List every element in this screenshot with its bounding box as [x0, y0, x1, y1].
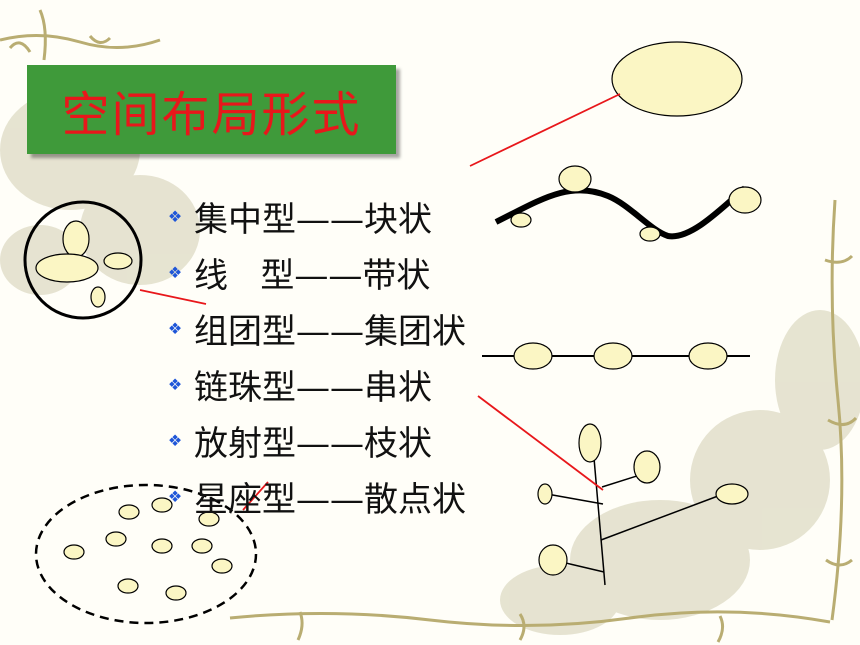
list-item: ❖ 放射型——枝状: [160, 412, 466, 468]
scatter-node: [117, 578, 139, 594]
scatter-node: [211, 558, 233, 574]
branch: [601, 474, 641, 488]
list-item-text: 链珠型——串状: [194, 367, 432, 408]
cluster-circle: [23, 200, 143, 320]
diamond-bullet-icon: ❖: [167, 486, 183, 506]
band-curve: [494, 185, 747, 240]
page-title: 空间布局形式: [61, 86, 362, 143]
diamond-bullet-icon: ❖: [167, 206, 183, 226]
band-node: [728, 186, 762, 214]
branch-node: [578, 423, 602, 463]
band-node: [639, 226, 661, 242]
connector-branch: [477, 395, 604, 491]
list-item: ❖ 星座型——散点状: [160, 468, 466, 524]
cluster-node: [103, 252, 133, 270]
list-item-text: 星座型——散点状: [194, 479, 466, 520]
diamond-bullet-icon: ❖: [167, 430, 183, 450]
scatter-node: [105, 531, 127, 547]
chain-node: [593, 342, 633, 370]
scatter-boundary: [34, 483, 258, 625]
list-item-text: 组团型——集团状: [194, 311, 466, 352]
band-node: [558, 165, 592, 193]
cluster-node: [62, 220, 90, 258]
connector-block: [469, 93, 621, 167]
list-item-text: 线 型——带状: [194, 255, 431, 296]
list-item-text: 放射型——枝状: [194, 423, 432, 464]
scatter-node: [151, 497, 173, 513]
vine-border-right: [824, 199, 858, 621]
scatter-node: [198, 511, 220, 527]
branch: [600, 495, 719, 541]
diamond-bullet-icon: ❖: [167, 318, 183, 338]
diamond-bullet-icon: ❖: [167, 262, 183, 282]
cluster-node: [90, 286, 106, 308]
connector-cluster: [139, 289, 207, 305]
title-banner: 空间布局形式: [27, 65, 396, 154]
connector-scatter: [242, 481, 269, 511]
block-shape: [611, 41, 743, 117]
vine-border-top: [0, 9, 161, 61]
scatter-node: [118, 504, 140, 520]
band-node: [510, 212, 532, 228]
scatter-node: [63, 544, 85, 560]
branch-trunk: [593, 457, 606, 586]
branch-node: [537, 483, 553, 505]
diamond-bullet-icon: ❖: [167, 374, 183, 394]
list-item: ❖ 集中型——块状: [160, 188, 466, 244]
list-item: ❖ 组团型——集团状: [160, 300, 466, 356]
branch-node: [715, 483, 749, 505]
chain-node: [513, 342, 553, 370]
branch-node: [538, 544, 568, 576]
list-item-text: 集中型——块状: [194, 199, 432, 240]
cluster-node: [35, 253, 99, 283]
chain-node: [688, 342, 728, 370]
scatter-node: [165, 585, 187, 601]
list-item: ❖ 链珠型——串状: [160, 356, 466, 412]
list-item: ❖ 线 型——带状: [160, 244, 466, 300]
scatter-node: [151, 538, 173, 554]
vine-border-bottom: [229, 610, 831, 643]
scatter-node: [191, 538, 213, 554]
branch: [546, 493, 604, 505]
branch-node: [633, 450, 661, 484]
layout-type-list: ❖ 集中型——块状 ❖ 线 型——带状 ❖ 组团型——集团状 ❖ 链珠型——串状 ❖ 放射…: [160, 188, 466, 524]
